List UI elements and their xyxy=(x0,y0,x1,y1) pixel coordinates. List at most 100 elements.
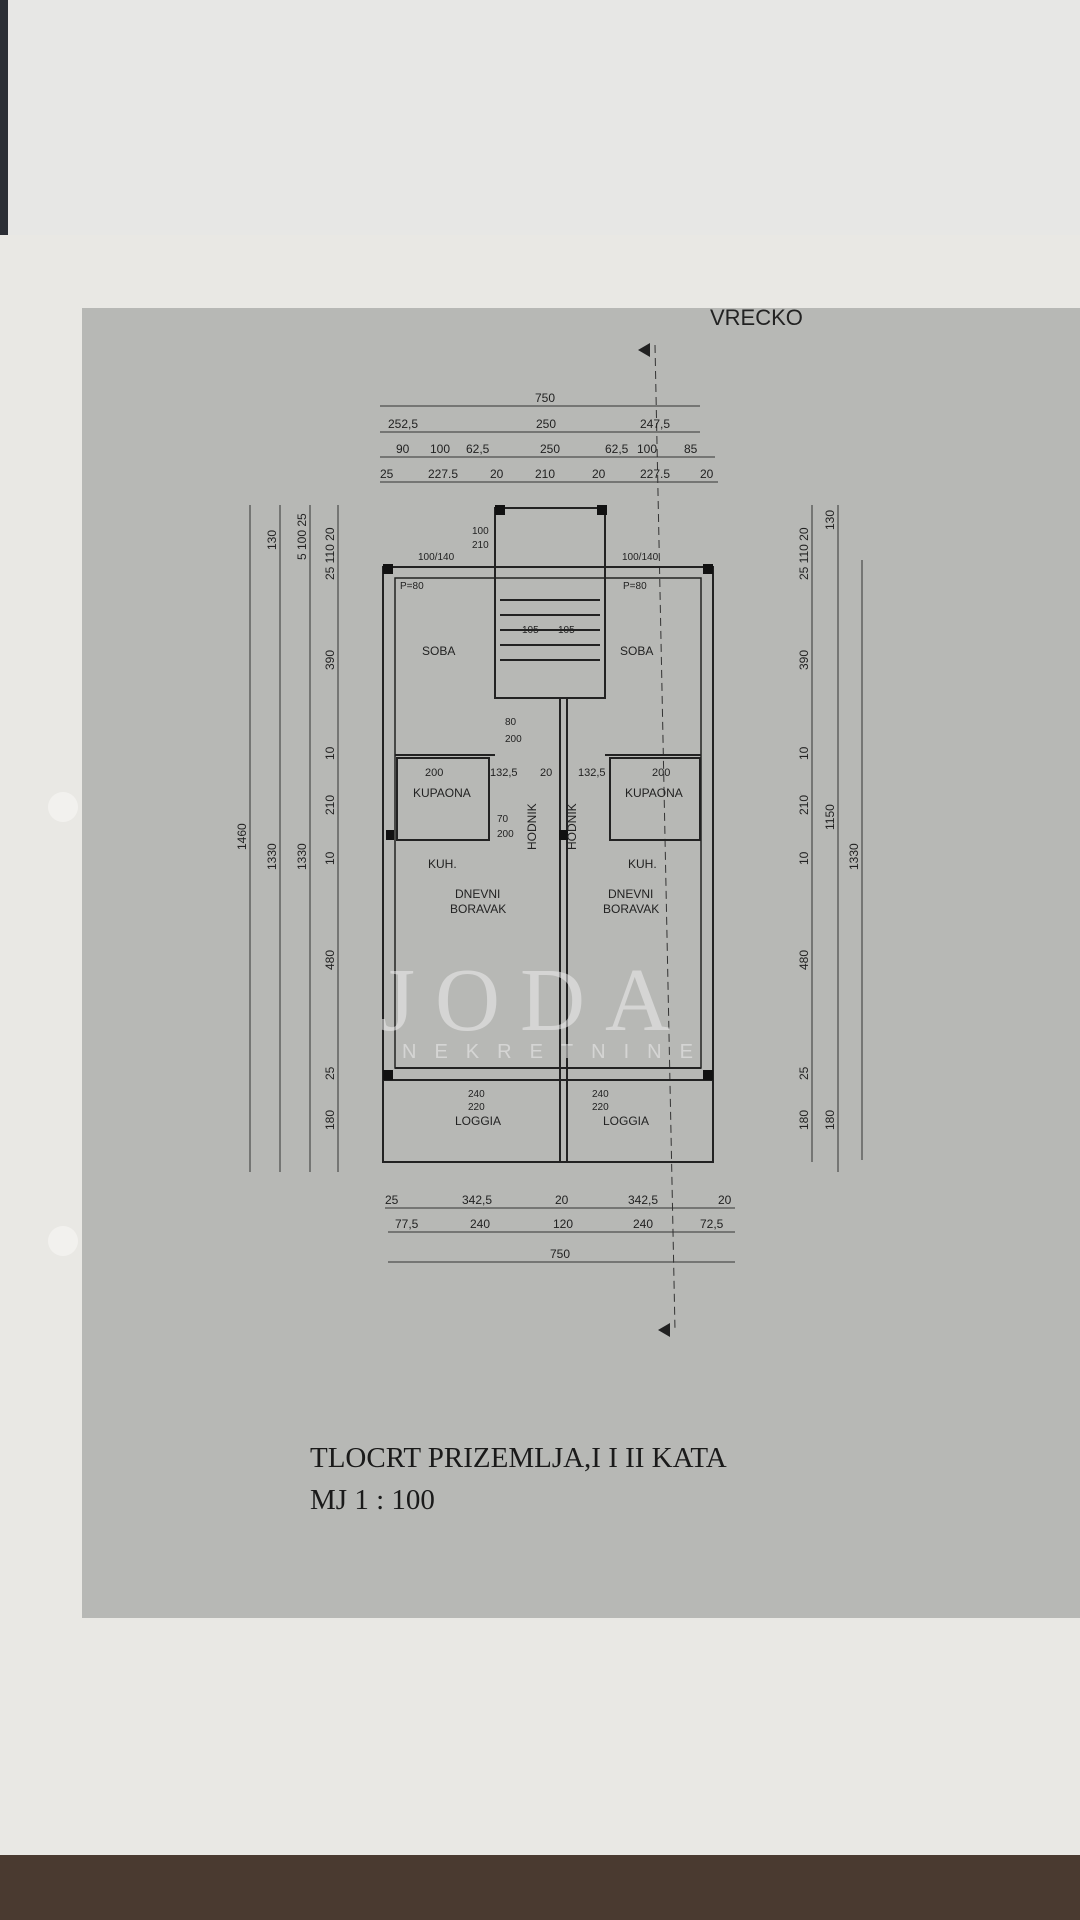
svg-text:25: 25 xyxy=(385,1193,399,1207)
svg-text:20: 20 xyxy=(700,467,714,481)
svg-text:20: 20 xyxy=(592,467,606,481)
room-label-hodnik: HODNIK xyxy=(565,803,579,850)
svg-text:10: 10 xyxy=(323,851,337,865)
svg-text:180: 180 xyxy=(797,1110,811,1130)
svg-text:25 110 20: 25 110 20 xyxy=(797,527,811,580)
svg-text:240: 240 xyxy=(470,1217,490,1231)
title-line: TLOCRT PRIZEMLJA,I I II KATA xyxy=(310,1442,727,1474)
svg-text:1330: 1330 xyxy=(847,843,861,870)
svg-text:220: 220 xyxy=(468,1102,485,1113)
svg-text:20: 20 xyxy=(718,1193,732,1207)
dim-label: 5 100 25 xyxy=(295,513,309,560)
section-arrow-icon xyxy=(638,343,650,357)
room-label-boravak: BORAVAK xyxy=(603,902,659,916)
svg-text:132,5: 132,5 xyxy=(578,767,606,779)
room-label-kuhinja: KUH. xyxy=(628,857,657,871)
svg-text:480: 480 xyxy=(797,950,811,970)
svg-text:20: 20 xyxy=(555,1193,569,1207)
dim-label: 1330 xyxy=(265,843,279,870)
floor-plan-print xyxy=(82,308,1080,1618)
room-label-kupaona: KUPAONA xyxy=(413,786,471,800)
svg-text:77,5: 77,5 xyxy=(395,1217,419,1231)
svg-text:247,5: 247,5 xyxy=(640,417,670,431)
svg-text:750: 750 xyxy=(550,1247,570,1261)
svg-text:80: 80 xyxy=(505,717,517,728)
svg-text:750: 750 xyxy=(535,391,555,405)
svg-text:132,5: 132,5 xyxy=(490,767,518,779)
svg-text:100: 100 xyxy=(637,442,657,456)
svg-text:72,5: 72,5 xyxy=(700,1217,724,1231)
building-walls xyxy=(382,507,714,1163)
svg-text:342,5: 342,5 xyxy=(462,1193,492,1207)
svg-text:200: 200 xyxy=(425,767,443,779)
room-label-soba: SOBA xyxy=(422,644,455,658)
svg-text:105: 105 xyxy=(522,625,539,636)
svg-text:227.5: 227.5 xyxy=(640,467,670,481)
room-label-loggia: LOGGIA xyxy=(603,1114,649,1128)
svg-text:130: 130 xyxy=(823,510,837,530)
left-dimensions xyxy=(249,505,339,1172)
svg-text:10: 10 xyxy=(323,746,337,760)
svg-text:20: 20 xyxy=(490,467,504,481)
svg-text:100: 100 xyxy=(472,526,489,537)
svg-text:200: 200 xyxy=(505,734,522,745)
handwritten-note: VRECKO xyxy=(710,305,803,330)
svg-text:210: 210 xyxy=(535,467,555,481)
svg-text:252,5: 252,5 xyxy=(388,417,418,431)
svg-text:200: 200 xyxy=(497,829,514,840)
scale-label: MJ 1 : 100 xyxy=(310,1484,435,1516)
dim-label: 1330 xyxy=(295,843,309,870)
room-label-dnevni: DNEVNI xyxy=(608,887,653,901)
svg-text:NEKRETNINE: NEKRETNINE xyxy=(402,1041,711,1063)
drawing-title: TLOCRT PRIZEMLJA,I I II KATA MJ 1 : 100 xyxy=(310,1437,727,1521)
background-paper xyxy=(8,0,1080,240)
room-label-boravak: BORAVAK xyxy=(450,902,506,916)
svg-text:10: 10 xyxy=(797,746,811,760)
room-label-kupaona: KUPAONA xyxy=(625,786,683,800)
svg-text:P=80: P=80 xyxy=(623,581,647,592)
punch-hole xyxy=(48,1226,78,1256)
svg-text:180: 180 xyxy=(823,1110,837,1130)
svg-text:240: 240 xyxy=(592,1089,609,1100)
svg-text:25: 25 xyxy=(323,1066,337,1080)
svg-text:P=80: P=80 xyxy=(400,581,424,592)
svg-text:62,5: 62,5 xyxy=(466,442,490,456)
svg-text:62,5: 62,5 xyxy=(605,442,629,456)
svg-text:200: 200 xyxy=(652,767,670,779)
punch-hole xyxy=(48,792,78,822)
svg-text:90: 90 xyxy=(396,442,410,456)
svg-text:227.5: 227.5 xyxy=(428,467,458,481)
window-dimension: 100/140 xyxy=(622,552,659,563)
svg-text:JODA: JODA xyxy=(380,951,690,1050)
svg-text:25: 25 xyxy=(797,1066,811,1080)
svg-text:105: 105 xyxy=(558,625,575,636)
svg-text:10: 10 xyxy=(797,851,811,865)
svg-text:85: 85 xyxy=(684,442,698,456)
svg-text:480: 480 xyxy=(323,950,337,970)
room-label-dnevni: DNEVNI xyxy=(455,887,500,901)
section-axis xyxy=(654,344,676,1331)
svg-text:25 110 20: 25 110 20 xyxy=(323,527,337,580)
svg-text:20: 20 xyxy=(540,767,552,779)
svg-text:210: 210 xyxy=(797,795,811,815)
svg-text:240: 240 xyxy=(633,1217,653,1231)
section-arrow-icon xyxy=(658,1323,670,1337)
watermark: JODA NEKRETNINE xyxy=(380,951,711,1063)
room-label-loggia: LOGGIA xyxy=(455,1114,501,1128)
svg-text:390: 390 xyxy=(323,650,337,670)
svg-text:240: 240 xyxy=(468,1089,485,1100)
columns xyxy=(383,505,713,1080)
svg-text:342,5: 342,5 xyxy=(628,1193,658,1207)
svg-text:25: 25 xyxy=(380,467,394,481)
svg-text:210: 210 xyxy=(323,795,337,815)
svg-text:100: 100 xyxy=(430,442,450,456)
window-dimension: 100/140 xyxy=(418,552,455,563)
dim-label: 130 xyxy=(265,530,279,550)
svg-text:1150: 1150 xyxy=(823,804,837,830)
svg-text:390: 390 xyxy=(797,650,811,670)
right-dimensions xyxy=(811,505,863,1172)
